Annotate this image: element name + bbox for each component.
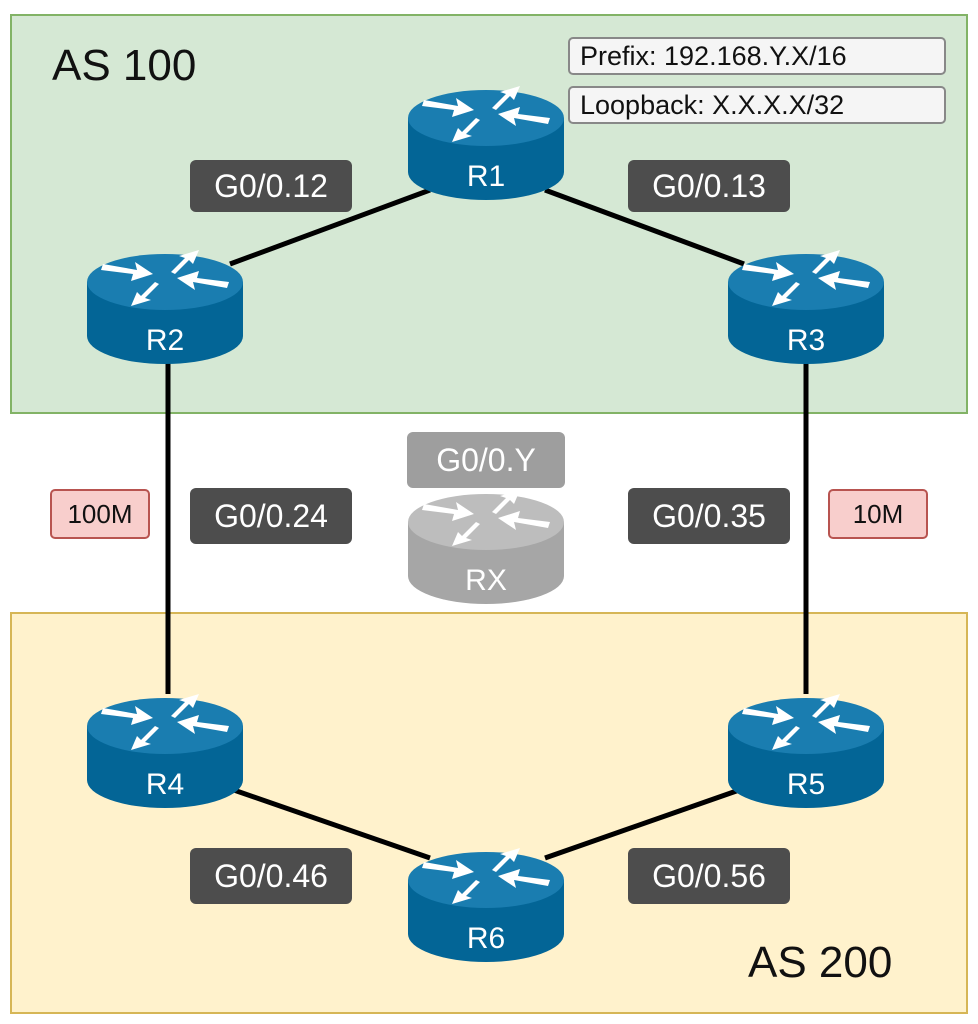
router-rx-label: RX: [465, 564, 507, 597]
prefix-info-box: Prefix: 192.168.Y.X/16: [568, 37, 946, 75]
router-r5-label: R5: [787, 768, 825, 801]
router-r3-label: R3: [787, 324, 825, 357]
router-r6[interactable]: R6: [408, 848, 564, 962]
loopback-info-box: Loopback: X.X.X.X/32: [568, 86, 946, 124]
router-r3[interactable]: R3: [728, 250, 884, 364]
links: [165, 187, 809, 861]
iface-label-r5-r6: G0/0.56: [628, 848, 790, 904]
bandwidth-label-r2-r4: 100M: [50, 489, 150, 539]
iface-label-rx: G0/0.Y: [407, 432, 565, 488]
iface-label-r2-r4: G0/0.24: [190, 488, 352, 544]
link-r5-r6: [544, 785, 746, 861]
link-r1-r2: [229, 187, 431, 267]
iface-label-r1-r3: G0/0.13: [628, 160, 790, 212]
link-r4-r6: [227, 785, 431, 861]
router-rx-legend: RX: [408, 490, 564, 604]
as200-label: AS 200: [748, 938, 893, 987]
iface-label-r1-r2: G0/0.12: [190, 160, 352, 212]
router-r6-label: R6: [467, 922, 505, 955]
iface-label-r4-r6: G0/0.46: [190, 848, 352, 904]
router-r5[interactable]: R5: [728, 694, 884, 808]
router-r4-label: R4: [146, 768, 184, 801]
as100-label: AS 100: [52, 41, 197, 90]
bandwidth-label-r3-r5: 10M: [828, 489, 928, 539]
router-r2[interactable]: R2: [87, 250, 243, 364]
router-r1[interactable]: R1: [408, 86, 564, 200]
link-r1-r3: [544, 187, 745, 267]
router-r2-label: R2: [146, 324, 184, 357]
router-r4[interactable]: R4: [87, 694, 243, 808]
router-r1-label: R1: [467, 160, 505, 193]
iface-label-r3-r5: G0/0.35: [628, 488, 790, 544]
